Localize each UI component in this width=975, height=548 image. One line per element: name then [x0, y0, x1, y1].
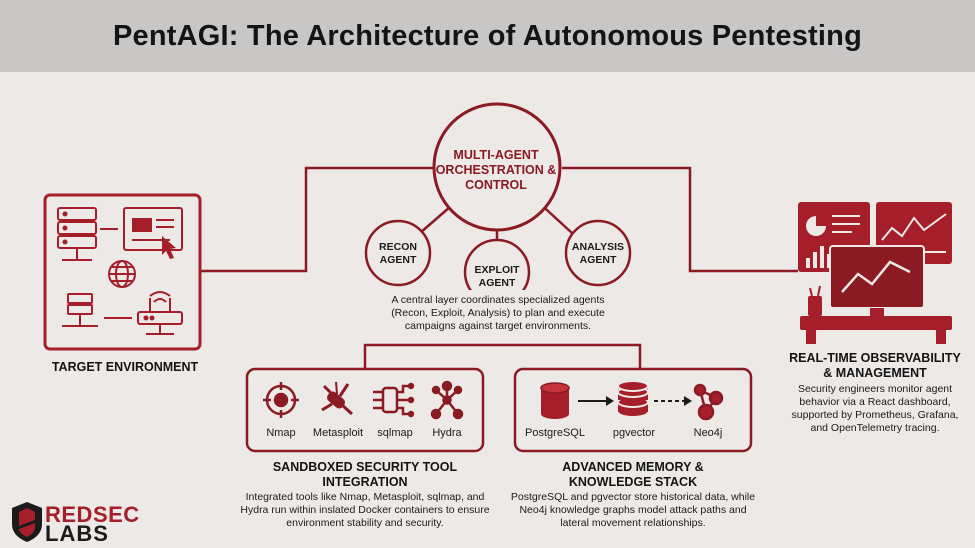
cursor-icon [162, 236, 176, 259]
connector-hub-target [200, 166, 434, 273]
description-backdrop [385, 290, 615, 336]
orchestration-hub [432, 102, 562, 232]
pen-cup-icon [808, 296, 822, 316]
memory-label-pgvector: pgvector [612, 427, 656, 439]
memory-description: PostgreSQL and pgvector store historical… [510, 491, 756, 529]
server-small-icon [62, 293, 98, 327]
page-title: PentAGI: The Architecture of Autonomous … [113, 19, 862, 52]
dashed-arrow-icon [654, 396, 692, 406]
trend-line-icon [841, 260, 911, 293]
memory-box [513, 367, 753, 453]
observability-heading: REAL-TIME OBSERVABILITY & MANAGEMENT [789, 351, 961, 380]
target-icon [263, 382, 299, 418]
target-environment-label: TARGET ENVIRONMENT [51, 360, 199, 374]
orchestration-label: MULTI-AGENT ORCHESTRATION & CONTROL [435, 148, 557, 192]
circuit-icon [373, 382, 415, 418]
desk [800, 316, 952, 330]
pie-chart-icon [806, 216, 826, 236]
recon-agent-label: RECON AGENT [379, 241, 417, 266]
memory-label-neo4j: Neo4j [693, 427, 723, 439]
connector-hub-observability [562, 166, 798, 273]
monitor-icon [123, 207, 183, 259]
logo-text-redsec: REDSEC [45, 502, 140, 527]
orchestration-description: A central layer coordinates specialized … [391, 294, 605, 332]
arrow-icon [578, 396, 614, 406]
tools-heading: SANDBOXED SECURITY TOOL INTEGRATION [272, 460, 458, 489]
tool-label-nmap: Nmap [266, 427, 296, 439]
globe-icon [108, 260, 136, 288]
network-tree-icon [430, 380, 464, 420]
connector-bracket [363, 343, 642, 368]
vector-db-icon [617, 380, 649, 418]
memory-label-postgresql: PostgreSQL [525, 427, 585, 439]
observability-description: Security engineers monitor agent behavio… [791, 383, 959, 434]
dashboard-illustration [798, 202, 952, 344]
redsec-shield-logo [12, 502, 42, 542]
title-bar: PentAGI: The Architecture of Autonomous … [0, 0, 975, 72]
line-chart-icon [881, 213, 947, 241]
swiss-knife-icon [321, 381, 354, 416]
exploit-agent-label: EXPLOIT AGENT [474, 264, 520, 289]
memory-heading: ADVANCED MEMORY & KNOWLEDGE STACK [562, 460, 704, 489]
recon-agent-circle [364, 219, 432, 287]
target-environment-box [43, 193, 202, 351]
tool-label-hydra: Hydra [432, 427, 462, 439]
database-icon [540, 382, 570, 419]
tools-box [245, 367, 485, 453]
logo-text-labs: LABS [45, 521, 109, 546]
tool-label-sqlmap: sqlmap [377, 427, 413, 439]
graph-icon [693, 383, 724, 421]
analysis-agent-circle [564, 219, 632, 287]
tools-description: Integrated tools like Nmap, Metasploit, … [240, 491, 490, 529]
router-icon [137, 291, 183, 335]
server-icon [57, 207, 97, 261]
analysis-agent-label: ANALYSIS AGENT [571, 241, 625, 266]
tool-label-metasploit: Metasploit [312, 427, 364, 439]
